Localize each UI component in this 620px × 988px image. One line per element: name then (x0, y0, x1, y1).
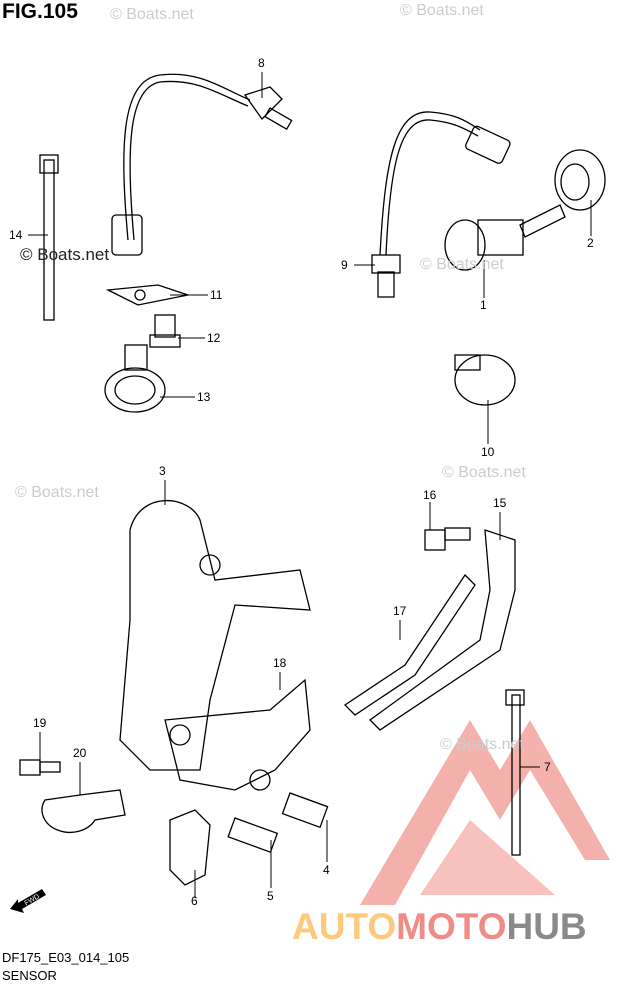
watermark: © Boats.net (400, 2, 484, 19)
part-15-bracket (369, 529, 516, 731)
logo-auto: AUTO (292, 906, 397, 947)
callout-4: 4 (323, 863, 330, 877)
callout-12: 12 (207, 331, 221, 345)
logo-moto: MOTO (396, 906, 507, 947)
watermark: © Boats.net (442, 464, 526, 481)
callout-2: 2 (587, 236, 594, 250)
leader-lines (28, 72, 592, 898)
part-1-sensor (444, 204, 566, 271)
callout-10: 10 (481, 445, 495, 459)
part-18-plate (164, 678, 311, 791)
fwd-label: FWD (24, 893, 41, 907)
callout-5: 5 (267, 889, 274, 903)
callout-8: 8 (258, 56, 265, 70)
part-20-clamp (41, 789, 126, 834)
callout-20: 20 (73, 746, 87, 760)
part-12-bolt (149, 314, 181, 348)
figure-title: FIG.105 (2, 0, 78, 23)
automotohub-logo: AUTOMOTOHUB (292, 908, 587, 946)
callout-19: 19 (33, 716, 47, 730)
watermark: © Boats.net (15, 484, 99, 501)
callout-6: 6 (191, 894, 198, 908)
part-7-cable-tie (505, 689, 525, 856)
callout-11: 11 (210, 288, 223, 302)
part-5-bolt (227, 817, 279, 854)
part-19-bolt (19, 759, 61, 776)
part-3-bracket (119, 500, 311, 771)
callout-7: 7 (544, 760, 551, 774)
callout-15: 15 (493, 496, 507, 510)
figure-code: DF175_E03_014_105 (2, 950, 130, 965)
callout-13: 13 (197, 390, 211, 404)
part-6-clamp (169, 809, 211, 886)
logo-hub: HUB (506, 906, 587, 947)
callout-18: 18 (273, 656, 287, 670)
watermark: © Boats.net (20, 245, 110, 264)
part-10-sensor (454, 354, 516, 406)
watermark: © Boats.net (440, 736, 524, 753)
callout-14: 14 (9, 228, 23, 242)
callout-1: 1 (480, 298, 487, 312)
callout-17: 17 (393, 604, 407, 618)
callout-16: 16 (423, 488, 437, 502)
part-17-bracket (343, 573, 476, 716)
figure-name: SENSOR (2, 968, 57, 983)
watermark: © Boats.net (110, 6, 194, 23)
part-13-clamp (104, 344, 166, 413)
part-16-bolt (424, 527, 471, 551)
callout-9: 9 (341, 258, 348, 272)
part-8-harness (111, 73, 293, 256)
part-2-grommet (554, 149, 606, 211)
callout-3: 3 (159, 464, 166, 478)
fwd-arrow-icon: FWD (10, 889, 46, 913)
watermark: © Boats.net (420, 256, 504, 273)
part-14-cable-tie (39, 154, 59, 321)
part-4-bolt (281, 792, 329, 829)
logo-triangle (360, 720, 610, 905)
part-9-harness (371, 111, 511, 298)
